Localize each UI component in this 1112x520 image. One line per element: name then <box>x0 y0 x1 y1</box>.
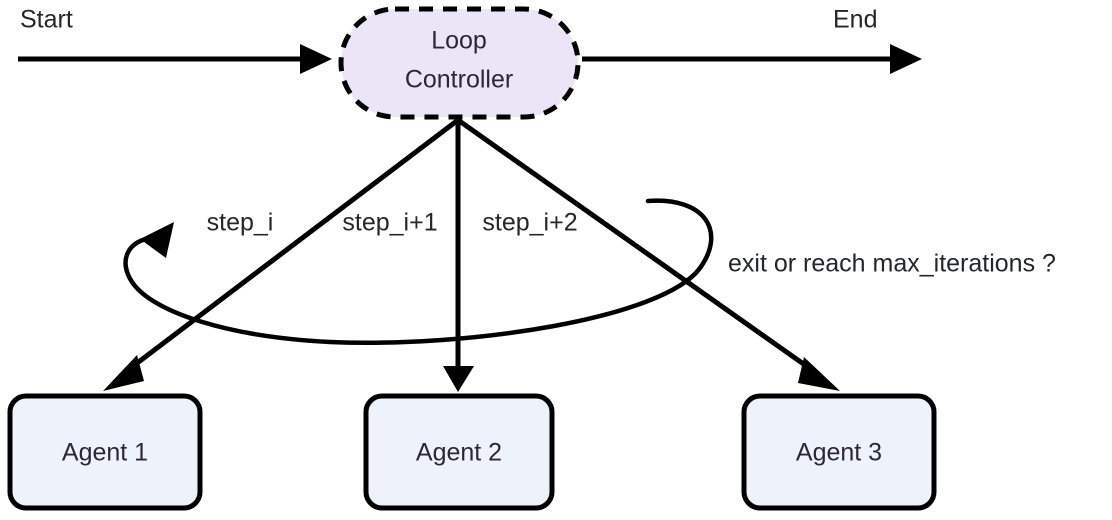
agent-1-box[interactable] <box>7 393 203 511</box>
edge-controller-to-agent-2 <box>443 120 474 392</box>
loop-controller-label-line1: Loop <box>431 27 487 55</box>
agent-2-label: Agent 2 <box>416 439 502 467</box>
end-edge-arrowhead <box>890 44 922 74</box>
loop-controller-label-line2: Controller <box>405 66 513 94</box>
edge-label-step-i: step_i <box>207 209 274 237</box>
edge-controller-to-agent-1 <box>103 118 460 391</box>
edge-feedback-loop <box>123 198 714 345</box>
agent-1-edge-line <box>126 118 460 372</box>
agent-3-edge-line <box>456 117 814 373</box>
end-label: End <box>833 6 877 34</box>
edge-label-exit-condition: exit or reach max_iterations ? <box>728 250 1056 278</box>
start-label: Start <box>20 6 73 34</box>
agent-1-edge-arrowhead <box>103 355 144 391</box>
node-agent-2[interactable]: Agent 2 <box>363 393 555 511</box>
edge-label-step-i-plus-1: step_i+1 <box>342 209 437 237</box>
edge-start-to-controller <box>18 44 332 74</box>
agent-3-edge-arrowhead <box>798 357 840 391</box>
feedback-loop-arrowhead <box>140 222 174 258</box>
agent-3-label: Agent 3 <box>796 439 882 467</box>
node-agent-1[interactable]: Agent 1 <box>7 393 203 511</box>
agent-2-edge-arrowhead <box>443 366 474 392</box>
edge-controller-to-agent-3 <box>456 117 840 391</box>
feedback-loop-path <box>123 198 714 345</box>
agent-1-label: Agent 1 <box>62 439 148 467</box>
node-loop-controller[interactable]: Loop Controller <box>338 6 581 120</box>
start-edge-arrowhead <box>300 44 332 74</box>
loop-controller-shape[interactable] <box>338 6 581 120</box>
agent-2-box[interactable] <box>363 393 555 511</box>
edge-controller-to-end <box>582 44 922 74</box>
agent-3-box[interactable] <box>741 393 937 511</box>
edge-label-step-i-plus-2: step_i+2 <box>482 209 577 237</box>
node-agent-3[interactable]: Agent 3 <box>741 393 937 511</box>
